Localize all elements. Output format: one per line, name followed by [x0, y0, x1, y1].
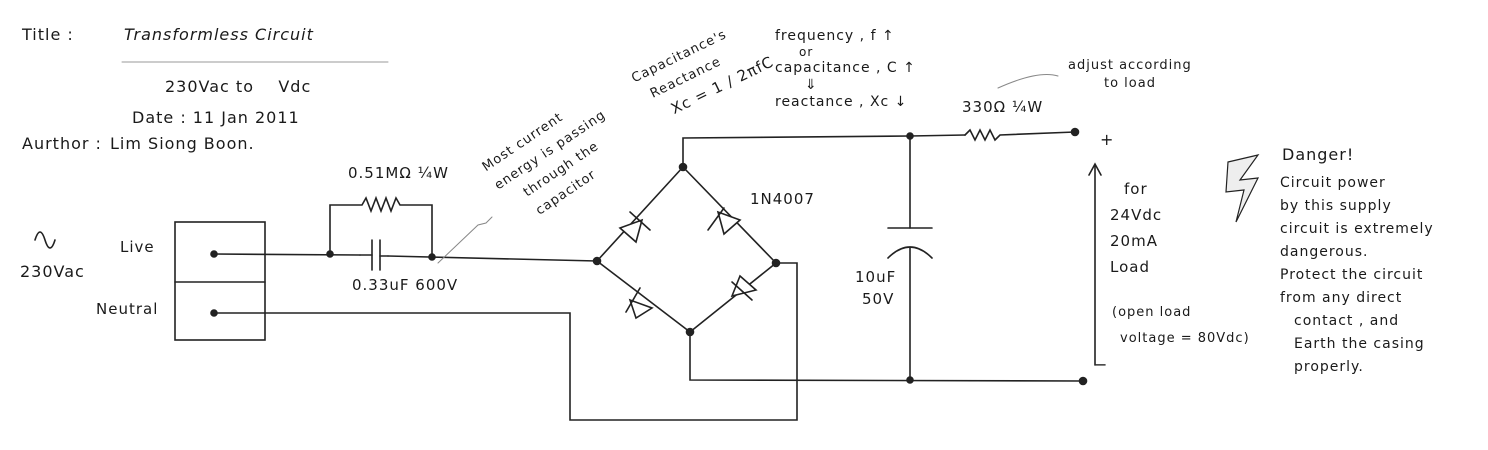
- frequency-note-line: frequency , f ↑: [775, 28, 895, 44]
- frequency-note-line: ⇓: [805, 77, 818, 93]
- filter-capacitor-voltage: 50V: [862, 290, 895, 308]
- danger-text: Circuit power by this supply circuit is …: [1280, 172, 1434, 379]
- bleed-resistor-label: 0.51MΩ ¼W: [348, 164, 449, 182]
- author: Lim Siong Boon.: [110, 134, 255, 153]
- filter-capacitor-value: 10uF: [855, 268, 897, 286]
- load-note-line: for: [1124, 180, 1148, 198]
- output-voltage-arrow: [1088, 162, 1102, 366]
- danger-text-line: from any direct: [1280, 290, 1403, 306]
- open-load-note: (open load voltage = 80Vdc): [1112, 300, 1250, 352]
- adjust-note-line: to load: [1104, 76, 1156, 91]
- author-label: Aurthor :: [22, 134, 102, 153]
- negative-rail: [689, 331, 1088, 386]
- danger-text-line: dangerous.: [1280, 244, 1369, 260]
- danger-text-line: properly.: [1294, 359, 1364, 375]
- adjust-note: adjust according to load: [1068, 57, 1192, 93]
- danger-text-line: circuit is extremely: [1280, 221, 1434, 237]
- ac-sine-icon: [34, 231, 56, 249]
- open-load-note-line: (open load: [1112, 305, 1192, 320]
- load-note-line: 24Vdc: [1110, 206, 1163, 224]
- bleed-resistor: [329, 195, 433, 258]
- diode-label: 1N4007: [750, 190, 815, 208]
- source-voltage: 230Vac: [20, 262, 85, 281]
- danger-text-line: by this supply: [1280, 198, 1392, 214]
- load-note: for 24Vdc 20mA Load: [1110, 176, 1162, 280]
- adjust-note-line: adjust according: [1068, 58, 1192, 73]
- live-wire: [213, 250, 598, 262]
- danger-text-line: contact , and: [1294, 313, 1400, 329]
- frequency-note: frequency , f ↑ or capacitance , C ↑ ⇓ r…: [775, 26, 916, 112]
- frequency-note-line: or: [799, 45, 814, 59]
- page-title: Transformless Circuit: [124, 25, 314, 44]
- filter-capacitor: [887, 135, 933, 381]
- frequency-note-line: capacitance , C ↑: [775, 60, 916, 76]
- output-minus: −: [1094, 355, 1109, 374]
- live-label: Live: [120, 238, 155, 256]
- positive-rail: [682, 127, 1080, 168]
- input-capacitor-label: 0.33uF 600V: [352, 276, 459, 294]
- danger-title: Danger!: [1282, 145, 1355, 164]
- danger-text-line: Protect the circuit: [1280, 267, 1424, 283]
- title-label: Title :: [22, 25, 74, 44]
- lightning-bolt-icon: [1225, 154, 1260, 223]
- adjust-note-leader: [997, 74, 1059, 89]
- date: Date : 11 Jan 2011: [132, 108, 300, 127]
- load-note-line: Load: [1110, 258, 1150, 276]
- input-capacitor: [359, 239, 389, 271]
- terminal-block: [174, 221, 266, 341]
- current-note-leader: [437, 216, 493, 264]
- neutral-wire: [213, 262, 798, 421]
- load-note-line: 20mA: [1110, 232, 1158, 250]
- output-resistor-label: 330Ω ¼W: [962, 98, 1044, 116]
- neutral-label: Neutral: [96, 300, 159, 318]
- open-load-note-line: voltage = 80Vdc): [1120, 331, 1250, 346]
- danger-text-line: Earth the casing: [1294, 336, 1425, 352]
- frequency-note-line: reactance , Xc ↓: [775, 94, 908, 110]
- danger-text-line: Circuit power: [1280, 175, 1386, 191]
- subtitle: 230Vac to Vdc: [165, 77, 312, 96]
- output-plus: +: [1100, 130, 1115, 149]
